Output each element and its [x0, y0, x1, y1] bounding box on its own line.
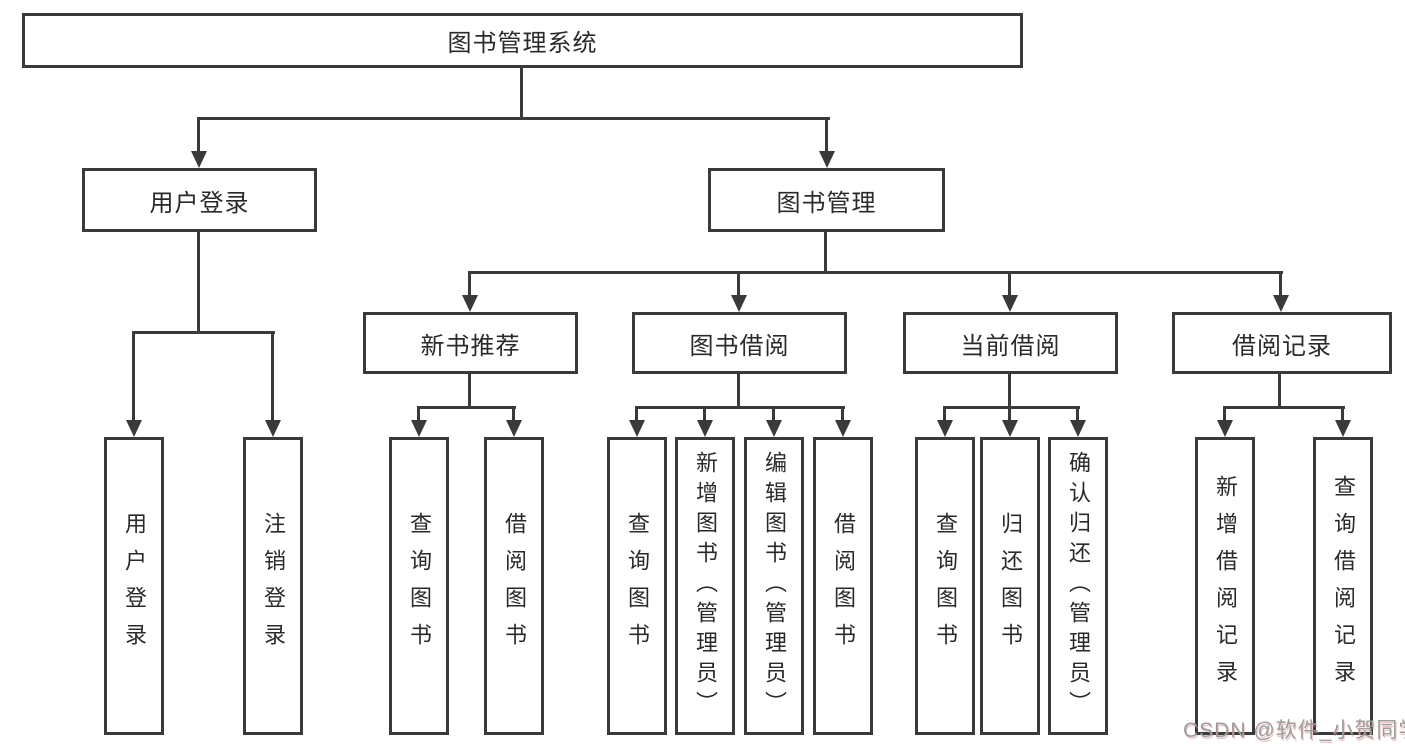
node-book-management: 图书管理 [708, 168, 945, 232]
connector-newbook-trunk [468, 374, 471, 409]
leaf-label: 新增借阅记录 [1213, 475, 1238, 697]
connector-borrowrecord-branch [1223, 406, 1345, 409]
node-current-borrowing: 当前借阅 [903, 312, 1118, 374]
arrowhead-down-icon [629, 420, 645, 437]
leaf-bb-borrow-books: 借阅图书 [813, 437, 873, 735]
node-user-login: 用户登录 [82, 168, 317, 232]
leaf-br-add-record: 新增借阅记录 [1195, 437, 1255, 735]
node-label: 图书管理 [776, 189, 877, 217]
arrowhead-down-icon [1217, 420, 1233, 437]
connector-drop-user-login [197, 117, 200, 153]
connector-drop-leaf [417, 406, 420, 423]
leaf-label: 归还图书 [998, 512, 1023, 660]
arrowhead-down-icon [462, 295, 478, 312]
arrowhead-down-icon [766, 420, 782, 437]
node-library-management-system: 图书管理系统 [22, 13, 1023, 68]
arrowhead-down-icon [1002, 420, 1018, 437]
node-label: 图书管理系统 [447, 30, 598, 57]
connector-drop-level3 [737, 271, 740, 298]
connector-book-management-trunk [824, 232, 827, 274]
arrowhead-down-icon [411, 420, 427, 437]
arrowhead-down-icon [126, 420, 142, 437]
leaf-cb-return-books: 归还图书 [980, 437, 1040, 735]
connector-root-trunk [520, 68, 523, 120]
arrowhead-down-icon [1002, 295, 1018, 312]
connector-currentborrow-trunk [1008, 374, 1011, 409]
connector-drop-leaf [1341, 406, 1344, 423]
leaf-label: 借阅图书 [502, 512, 527, 660]
connector-currentborrow-branch [943, 406, 1080, 409]
arrowhead-down-icon [731, 295, 747, 312]
arrowhead-down-icon [937, 420, 953, 437]
leaf-logout-login: 注销登录 [243, 437, 303, 735]
node-borrowing-records: 借阅记录 [1172, 312, 1392, 374]
node-label: 借阅记录 [1232, 332, 1332, 360]
leaf-label: 查询借阅记录 [1331, 475, 1356, 697]
connector-borrowrecord-trunk [1278, 374, 1281, 409]
connector-drop-leaf [1008, 406, 1011, 423]
connector-drop-level3 [1008, 271, 1011, 298]
leaf-label: 查询图书 [625, 512, 650, 660]
node-label: 用户登录 [149, 189, 250, 217]
node-book-borrowing: 图书借阅 [632, 312, 847, 374]
arrowhead-down-icon [819, 151, 835, 168]
node-label: 新书推荐 [420, 332, 521, 360]
connector-level3-branch [468, 271, 1283, 274]
connector-drop-leaf [1223, 406, 1226, 423]
connector-bookborrow-trunk [737, 374, 740, 409]
leaf-cb-confirm-return-admin: 确认归还（管理员） [1048, 437, 1108, 735]
connector-drop-leaf [772, 406, 775, 423]
arrowhead-down-icon [697, 420, 713, 437]
connector-drop-leaf [703, 406, 706, 423]
connector-drop-level3 [468, 271, 471, 298]
connector-drop-leaf [1076, 406, 1079, 423]
connector-drop-leaf [512, 406, 515, 423]
leaf-label: 注销登录 [261, 512, 286, 660]
node-label: 当前借阅 [960, 332, 1061, 360]
leaf-label: 用户登录 [122, 512, 147, 660]
arrowhead-down-icon [191, 151, 207, 168]
arrowhead-down-icon [1070, 420, 1086, 437]
node-label: 图书借阅 [689, 332, 790, 360]
connector-drop-leaf [943, 406, 946, 423]
node-new-book-recommendation: 新书推荐 [363, 312, 578, 374]
connector-drop-level3 [1279, 271, 1282, 298]
leaf-label: 确认归还（管理员） [1066, 451, 1091, 721]
leaf-bb-edit-books-admin: 编辑图书（管理员） [744, 437, 804, 735]
leaf-nb-query-books: 查询图书 [389, 437, 449, 735]
leaf-user-login: 用户登录 [104, 437, 164, 735]
leaf-bb-query-books: 查询图书 [607, 437, 667, 735]
arrowhead-down-icon [506, 420, 522, 437]
leaf-bb-add-books-admin: 新增图书（管理员） [675, 437, 735, 735]
arrowhead-down-icon [1273, 295, 1289, 312]
connector-user-login-trunk [197, 232, 200, 334]
arrowhead-down-icon [835, 420, 851, 437]
connector-drop-leaf [271, 331, 274, 422]
leaf-br-query-record: 查询借阅记录 [1313, 437, 1373, 735]
leaf-label: 新增图书（管理员） [693, 451, 718, 721]
leaf-cb-query-books: 查询图书 [915, 437, 975, 735]
connector-user-login-branch [132, 331, 275, 334]
csdn-watermark: CSDN @软件_小贺同学 [1183, 719, 1405, 742]
arrowhead-down-icon [1335, 420, 1351, 437]
leaf-label: 查询图书 [407, 512, 432, 660]
connector-newbook-branch [417, 406, 516, 409]
connector-drop-leaf [132, 331, 135, 422]
connector-level2-branch [197, 117, 830, 120]
leaf-label: 编辑图书（管理员） [762, 451, 787, 721]
arrowhead-down-icon [265, 420, 281, 437]
leaf-nb-borrow-books: 借阅图书 [484, 437, 544, 735]
leaf-label: 借阅图书 [831, 512, 856, 660]
connector-bookborrow-branch [635, 406, 845, 409]
connector-drop-leaf [841, 406, 844, 423]
connector-drop-leaf [635, 406, 638, 423]
connector-drop-book-management [825, 117, 828, 153]
leaf-label: 查询图书 [933, 512, 958, 660]
